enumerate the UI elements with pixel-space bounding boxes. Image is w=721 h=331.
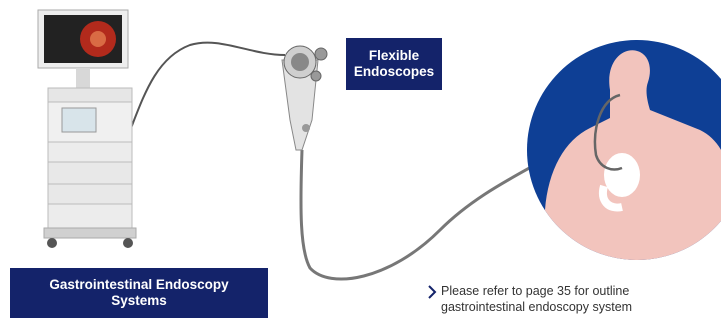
system-label-line2: Systems bbox=[111, 293, 167, 309]
endoscope-label-line1: Flexible bbox=[369, 48, 419, 64]
note-line1: Please refer to page 35 for outline bbox=[441, 283, 629, 299]
chevron-right-icon bbox=[427, 285, 437, 299]
endoscope-label-line2: Endoscopes bbox=[354, 64, 434, 80]
insertion-tube bbox=[301, 150, 560, 279]
endoscope-handle-icon bbox=[282, 46, 327, 150]
endoscopy-cart-icon bbox=[38, 10, 136, 248]
flexible-endoscopes-label: Flexible Endoscopes bbox=[346, 38, 442, 90]
gastrointestinal-systems-label: Gastrointestinal Endoscopy Systems bbox=[10, 268, 268, 318]
system-label-line1: Gastrointestinal Endoscopy bbox=[49, 277, 228, 293]
note-line2: gastrointestinal endoscopy system bbox=[441, 299, 632, 315]
patient-silhouette-icon bbox=[527, 40, 721, 270]
cart-to-scope-cable bbox=[122, 43, 285, 150]
